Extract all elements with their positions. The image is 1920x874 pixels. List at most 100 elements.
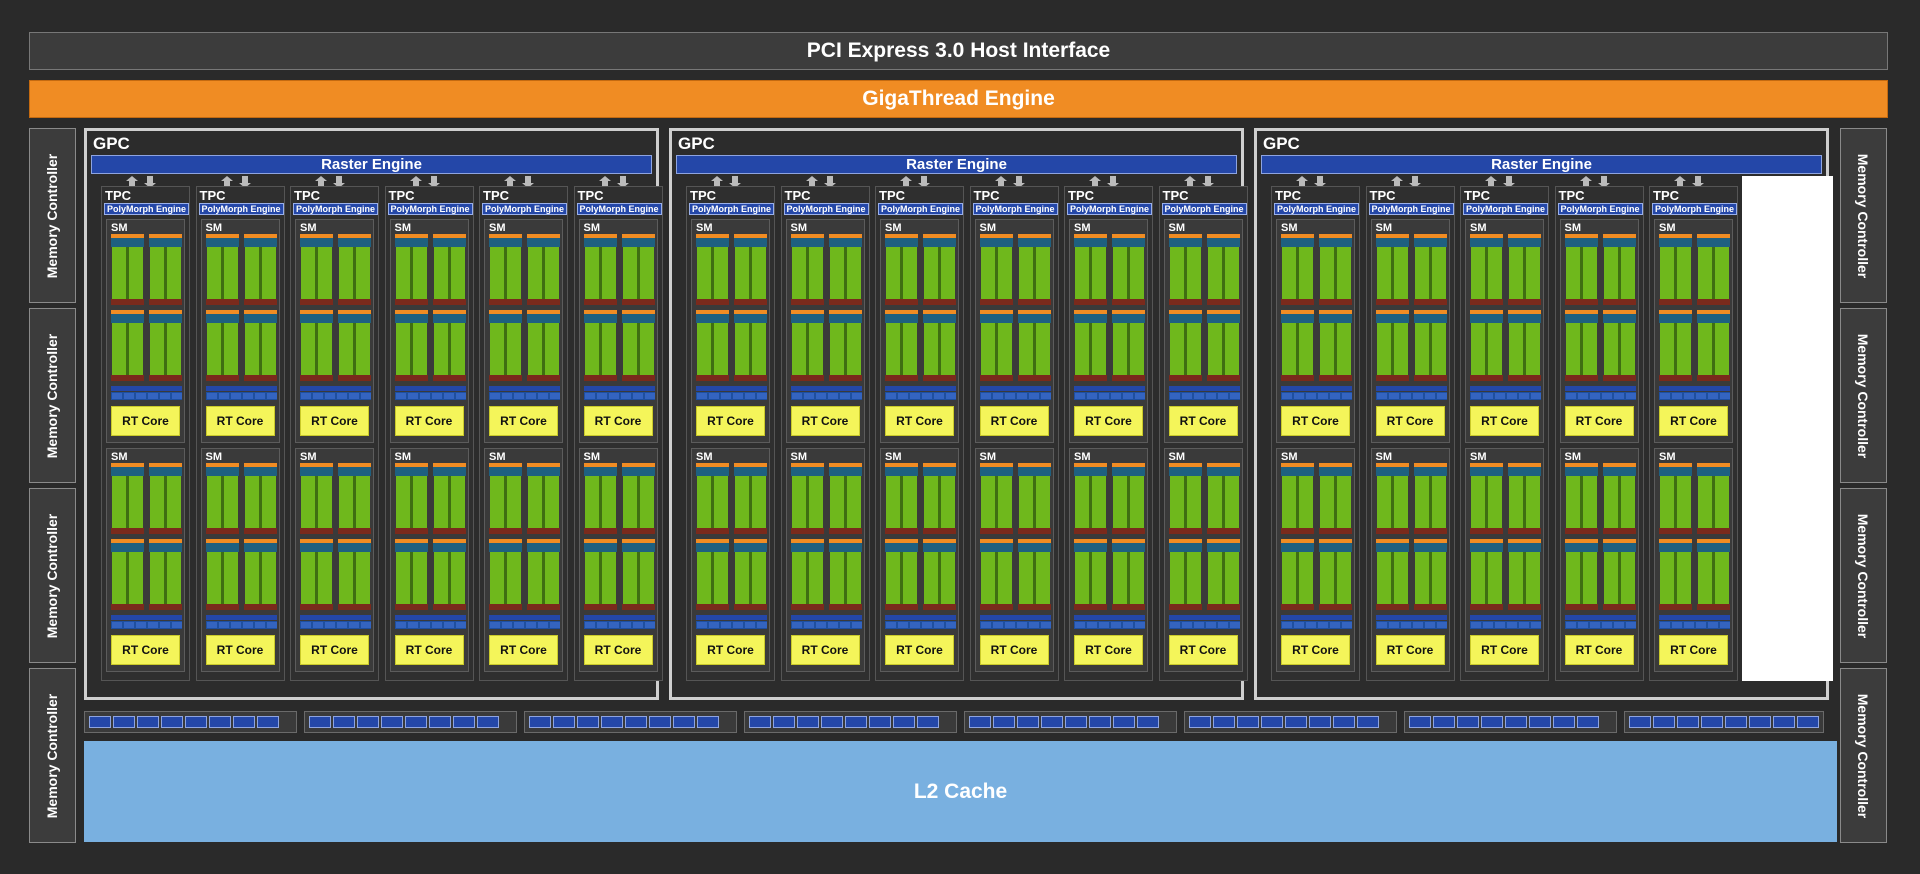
sm-internals-graphic [394, 234, 466, 400]
sm-label: SM [1168, 222, 1186, 234]
sm-internals-graphic [1281, 463, 1352, 629]
sm-label: SM [1564, 222, 1582, 234]
rt-core: RT Core [1470, 635, 1539, 665]
polymorph-engine: PolyMorph Engine [1161, 203, 1247, 215]
polymorph-engine: PolyMorph Engine [104, 203, 189, 215]
memory-channel [1529, 716, 1551, 728]
memory-channel [477, 716, 499, 728]
sm-label: SM [1074, 222, 1091, 234]
memory-controller-right-2: Memory Controller [1840, 308, 1887, 483]
memory-channel [697, 716, 719, 728]
polymorph-engine: PolyMorph Engine [576, 203, 662, 215]
memory-channel [1433, 716, 1455, 728]
rt-core: RT Core [1564, 635, 1634, 665]
gpc-label: GPC [678, 134, 715, 153]
rt-core: RT Core [205, 406, 275, 436]
memory-channel [1333, 716, 1355, 728]
sm-internals-graphic [885, 463, 956, 629]
memory-channel [1725, 716, 1747, 728]
memory-controller-label: Memory Controller [44, 153, 61, 278]
memory-channel [1553, 716, 1575, 728]
rt-core: RT Core [1375, 406, 1445, 436]
polymorph-engine: PolyMorph Engine [878, 203, 963, 215]
sm-label: SM [111, 222, 128, 234]
sm-internals-graphic [1281, 234, 1352, 400]
tpc-connection-arrow-icon [1089, 176, 1119, 189]
memory-channel [577, 716, 599, 728]
gpc-label: GPC [93, 134, 130, 153]
sm-label: SM [1281, 451, 1298, 463]
memory-controller-left-1: Memory Controller [29, 128, 76, 303]
sm-internals-graphic [205, 463, 277, 629]
memory-channel [1309, 716, 1331, 728]
memory-interface-block [1184, 711, 1397, 733]
polymorph-engine: PolyMorph Engine [387, 203, 473, 215]
sm-internals-graphic [583, 463, 655, 629]
sm-label: SM [1074, 451, 1091, 463]
memory-channel [529, 716, 551, 728]
memory-controller-right-3: Memory Controller [1840, 488, 1887, 663]
memory-channel [1797, 716, 1819, 728]
sm-label: SM [1375, 451, 1393, 463]
memory-controller-right-1: Memory Controller [1840, 128, 1887, 303]
memory-channel [601, 716, 623, 728]
sm-label: SM [205, 222, 223, 234]
memory-channel [1653, 716, 1675, 728]
rt-core: RT Core [790, 406, 860, 436]
memory-channel [1409, 716, 1431, 728]
raster-engine: Raster Engine [1261, 155, 1822, 174]
tpc-connection-arrow-icon [994, 176, 1025, 189]
tpc-label: TPC [388, 188, 415, 203]
tpc-label: TPC [483, 188, 509, 203]
gigathread-engine: GigaThread Engine [29, 80, 1888, 118]
memory-channel [381, 716, 403, 728]
memory-channel [821, 716, 843, 728]
sm-internals-graphic [1168, 463, 1240, 629]
memory-channel [917, 716, 939, 728]
memory-controller-label: Memory Controller [1855, 333, 1872, 458]
sm-internals-graphic [1659, 234, 1730, 400]
sm-label: SM [696, 222, 713, 234]
sm-label: SM [394, 451, 412, 463]
sm-internals-graphic [394, 463, 466, 629]
memory-channel [1457, 716, 1479, 728]
rt-core: RT Core [583, 635, 653, 665]
memory-channel [1065, 716, 1087, 728]
rt-core: RT Core [583, 406, 653, 436]
memory-channel [1089, 716, 1111, 728]
sm-label: SM [790, 451, 808, 463]
sm-label: SM [1470, 222, 1487, 234]
memory-channel [845, 716, 867, 728]
memory-controller-label: Memory Controller [44, 693, 61, 818]
sm-label: SM [885, 451, 902, 463]
memory-channel [1357, 716, 1379, 728]
tpc-connection-arrow-icon [598, 176, 629, 189]
tpc-connection-arrow-icon [126, 176, 156, 189]
memory-channel [257, 716, 279, 728]
tpc-label: TPC [1275, 188, 1301, 203]
memory-channel [161, 716, 183, 728]
sm-label: SM [583, 451, 601, 463]
memory-channel [209, 716, 231, 728]
rt-core: RT Core [885, 406, 954, 436]
tpc-label: TPC [199, 188, 226, 203]
sm-internals-graphic [696, 234, 767, 400]
polymorph-engine: PolyMorph Engine [1652, 203, 1737, 215]
memory-channel [1189, 716, 1211, 728]
